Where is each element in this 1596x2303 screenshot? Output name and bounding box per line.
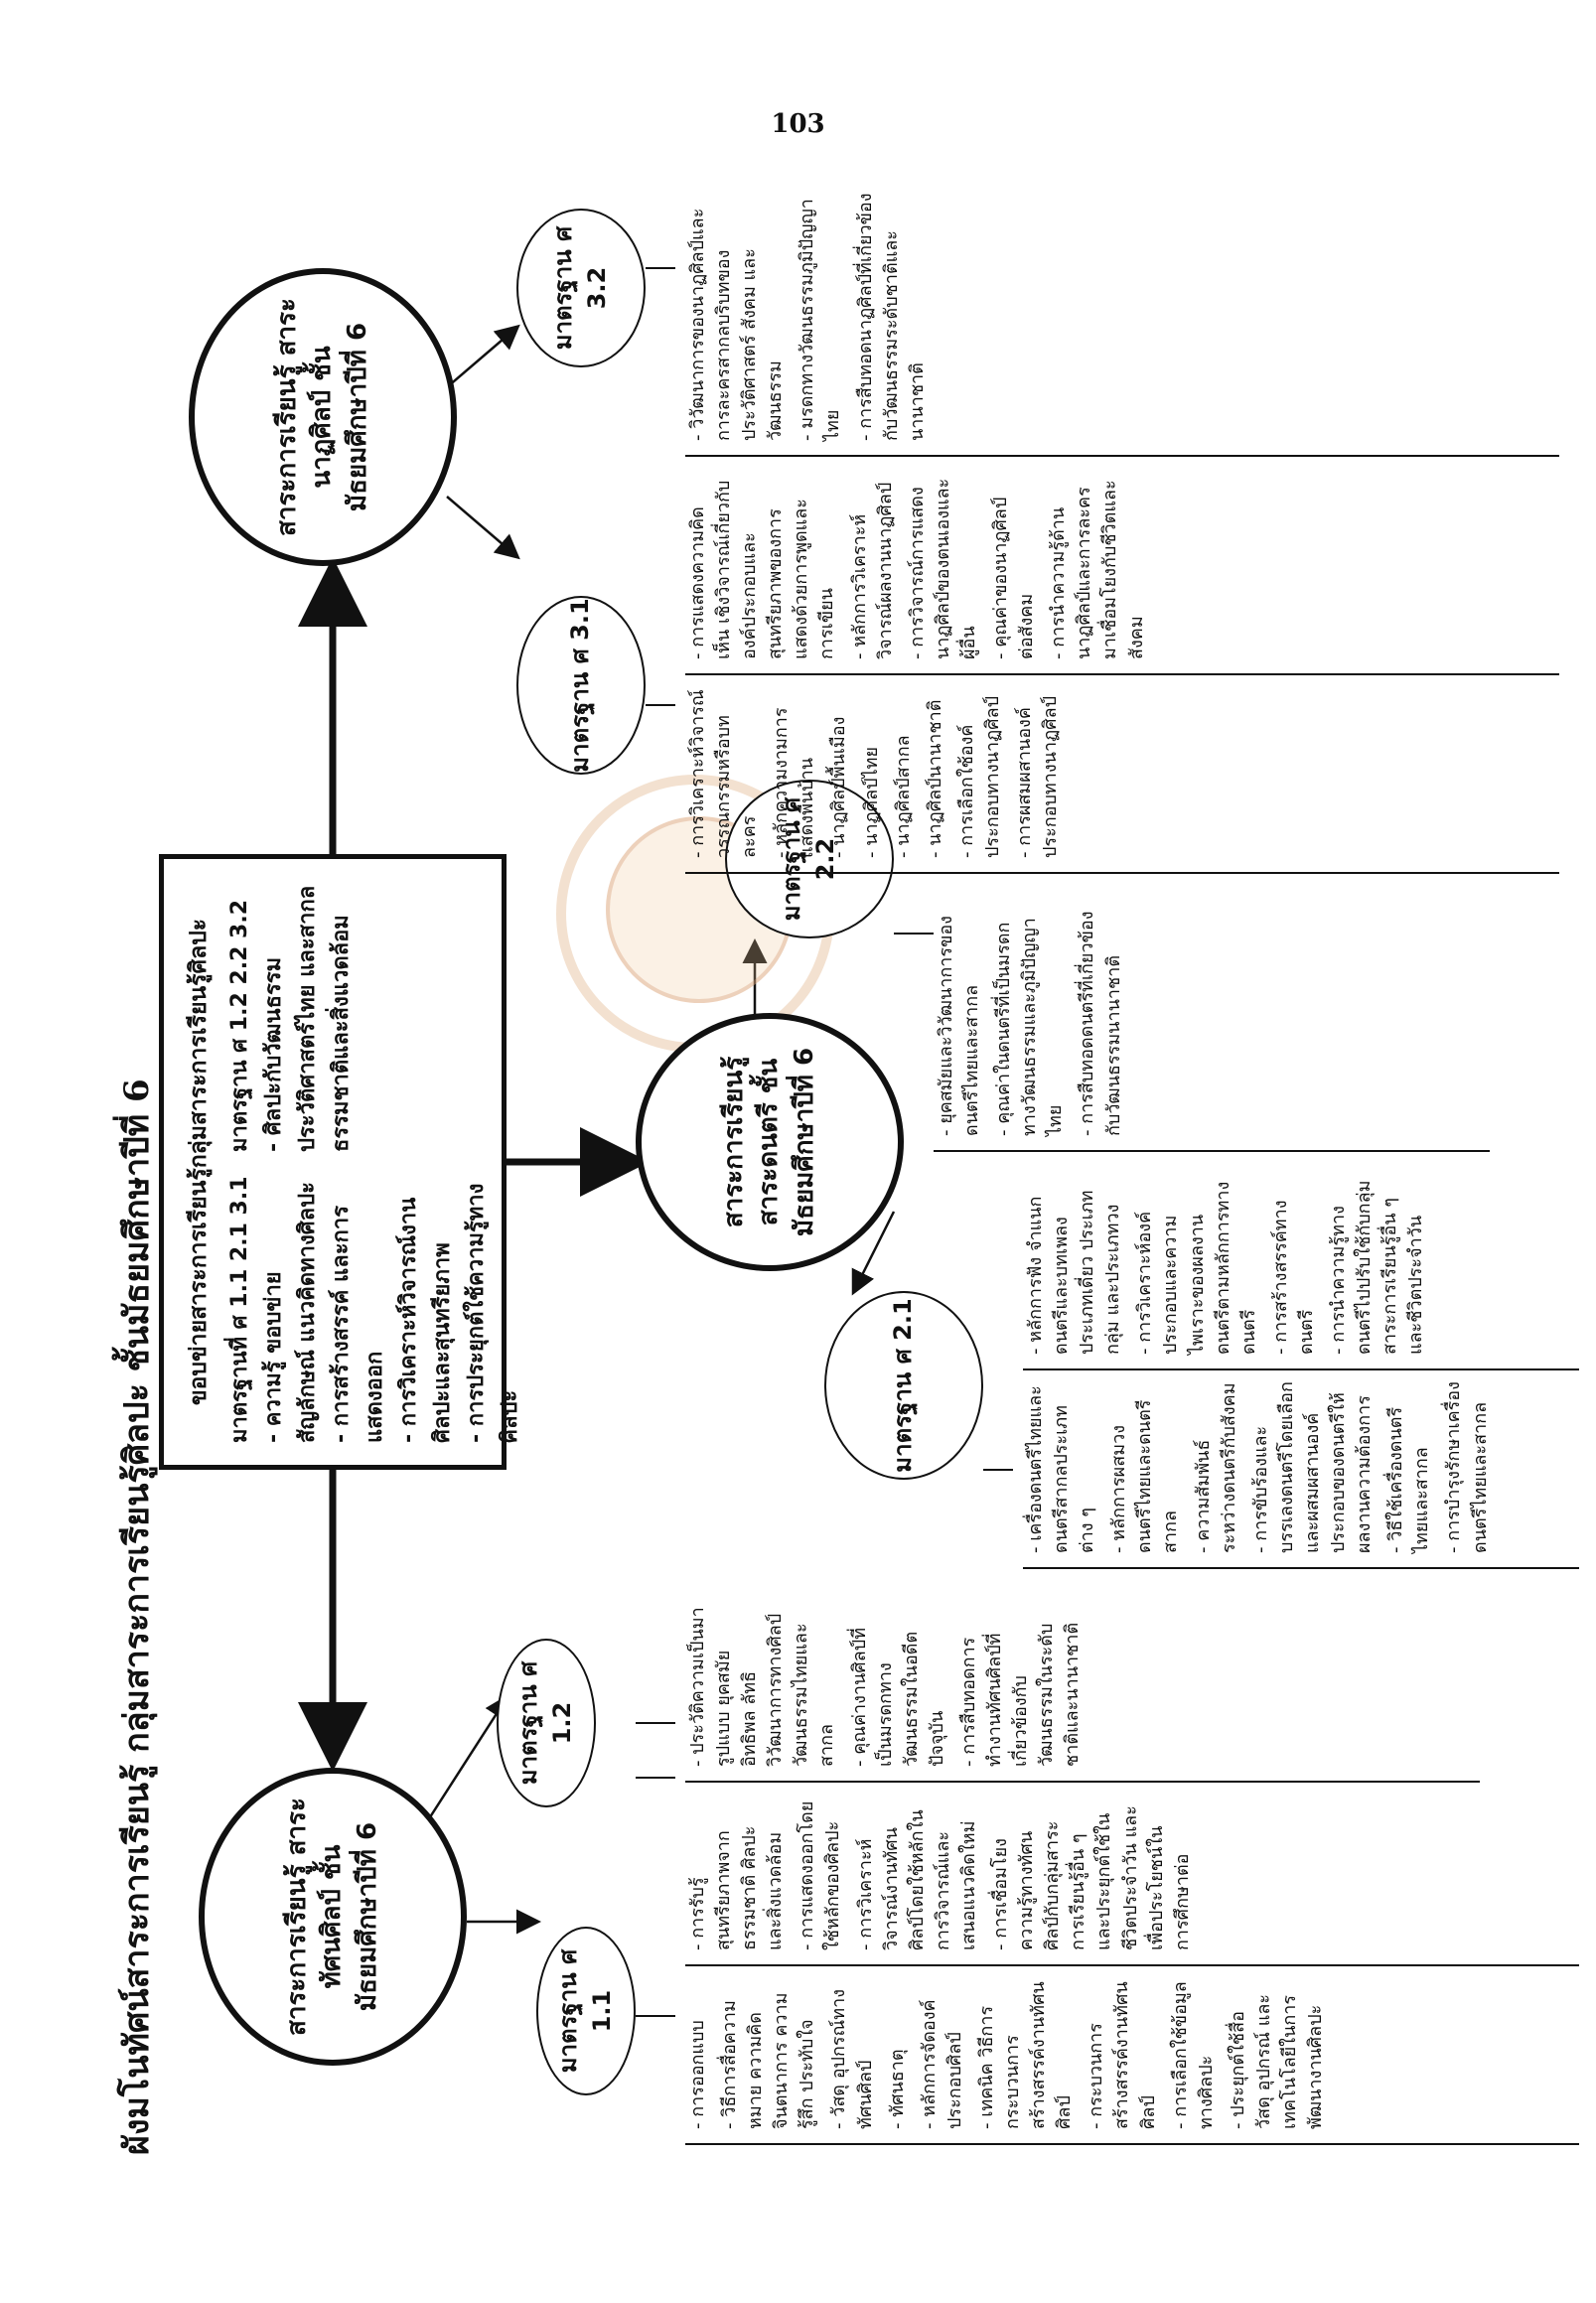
central-framework-box: ขอบข่ายสาระการเรียนรู้กลุ่มสาระการเรียนร… xyxy=(159,854,522,1470)
list-item: - นาฏศิลป์ไทย xyxy=(860,746,882,858)
standard-1-1: มาตรฐาน ศ 1.1 xyxy=(536,1927,636,2095)
list-item: - การสืบทอดดนตรีที่เกี่ยวข้องกับวัฒนธรรม… xyxy=(1077,911,1124,1137)
list-item: - นาฏศิลป์สากล xyxy=(892,735,914,858)
list-item: - การสืบทอดนาฏศิลป์ที่เกี่ยวข้องกับวัฒนธ… xyxy=(854,193,928,441)
list-item: - การผสมผสานองค์ประกอบทางนาฏศิลป์ xyxy=(1014,695,1062,858)
list-item: - ยุคสมัยและวิวัฒนาการของดนตรีไทยและสากล xyxy=(936,916,983,1136)
arrow-to-std-1-2 xyxy=(415,1693,509,1838)
list-item: - การเชื่อมโยงความรู้ทางทัศนศิลป์กับกลุ่… xyxy=(990,1805,1193,1950)
list-item: - การวิเคราะห์องค์ประกอบและความไพเราะของ… xyxy=(1134,1181,1259,1355)
list-item: - การเลือกใช้องค์ประกอบทางนาฏศิลป์ xyxy=(955,695,1003,858)
arrow-to-std-2-1 xyxy=(851,1211,896,1296)
list-item: - นาฏศิลป์นานาชาติ xyxy=(924,699,945,858)
list-item: - การนำความรู้ด้านนาฏศิลป์และการละครมาเช… xyxy=(1048,480,1147,659)
central-left-column: มาตรฐานที่ ศ 1.1 2.1 3.1 - ความรู้ ขอบข่… xyxy=(223,1172,528,1443)
central-left-item: มาตรฐานที่ ศ 1.1 2.1 3.1 xyxy=(226,1176,252,1443)
central-left-item: - ความรู้ ขอบข่าย สัญลักษณ์ แนวคิดทางศิล… xyxy=(260,1182,320,1443)
list-item: - หลักการจัดองค์ประกอบศิลป์ xyxy=(918,1999,965,2129)
concept-map-canvas: ผังมโนทัศน์สาระการเรียนรู้ กลุ่มสาระการเ… xyxy=(0,179,1596,2165)
strand-visual-arts: สาระการเรียนรู้ สาระทัศนศิลป์ ชั้นมัธยมศ… xyxy=(199,1768,467,2066)
standard-1-2: มาตรฐาน ศ 1.2 xyxy=(497,1639,596,1807)
central-left-item: - การวิเคราะห์วิจารณ์งานศิลปะและสุนทรียภ… xyxy=(396,1197,456,1443)
list-item: - การแสดงออกโดยใช้หลักของศิลปะ xyxy=(797,1800,844,1950)
list-item: - การแสดงความคิดเห็น เชิงวิจารณ์เกี่ยวกั… xyxy=(687,480,838,659)
central-left-item: - การประยุกต์ใช้ความรู้ทางศิลปะ xyxy=(464,1183,523,1443)
central-box-title: ขอบข่ายสาระการเรียนรู้กลุ่มสาระการเรียนร… xyxy=(186,918,212,1406)
topics-3-2-list: - วิวัฒนาการของนาฏศิลป์และการละครสากลบริ… xyxy=(685,189,1559,457)
page-number: 103 xyxy=(771,109,825,139)
list-item: - ความสัมพันธ์ระหว่างดนตรีกับสังคม xyxy=(1192,1382,1239,1553)
list-item: - ประยุกต์ใช้สื่อ วัสดุ อุปกรณ์ และเทคโน… xyxy=(1227,1993,1327,2129)
list-item: - หลักการฟัง จำแนกดนตรีและบทเพลงประเภทเด… xyxy=(1025,1190,1124,1355)
topics-2-1-list-a: - เครื่องดนตรีไทยและดนตรีสากลประเภทต่าง … xyxy=(1023,1380,1579,1569)
central-left-item: - การสร้างสรรค์ และการแสดงออก xyxy=(328,1205,388,1443)
list-item: - คุณค่างานศิลป์ที่เป็นมรดกทางวัฒนธรรมใน… xyxy=(848,1627,947,1767)
diagram-title: ผังมโนทัศน์สาระการเรียนรู้ กลุ่มสาระการเ… xyxy=(117,1079,157,2155)
list-item: - การขับร้องและบรรเลงดนตรีโดยเลือกและผสม… xyxy=(1249,1381,1376,1553)
list-item: - การสืบทอดการทำงานทัศนศิลป์ที่เกี่ยวข้อ… xyxy=(957,1622,1084,1767)
list-item: - ประวัติความเป็นมา รูปแบบ ยุคสมัย อิทธิ… xyxy=(687,1607,838,1767)
topics-2-2-list: - ยุคสมัยและวิวัฒนาการของดนตรีไทยและสากล… xyxy=(934,894,1490,1152)
list-item: - การนำความรู้ทางดนตรีไปปรับใช้กับกลุ่มส… xyxy=(1328,1180,1427,1355)
standard-3-1: มาตรฐาน ศ 3.1 xyxy=(516,596,646,775)
list-item: - วัสดุ อุปกรณ์ทางทัศนศิลป์ xyxy=(828,1989,876,2129)
standard-3-2: มาตรฐาน ศ 3.2 xyxy=(516,209,646,367)
list-item: - การเลือกใช้ข้อมูลทางศิลปะ xyxy=(1169,1981,1217,2129)
strand-drama: สาระการเรียนรู้ สาระนาฏศิลป์ ชั้นมัธยมศึ… xyxy=(189,268,457,566)
arrow-to-std-3-1 xyxy=(446,496,520,560)
list-item: - คุณค่าในดนตรีที่เป็นมรดกทางวัฒนธรรมและ… xyxy=(993,918,1067,1136)
list-item: - การวิเคราะห์วิจารณ์วรรณกรรมหรือบทละคร xyxy=(687,689,761,858)
list-item: - คุณค่าของนาฏศิลป์ต่อสังคม xyxy=(990,497,1038,659)
list-item: - ทัศนธาตุ xyxy=(886,2049,908,2129)
topics-1-1-list-a: - การออกแบบ - วิธีการสื่อความหมาย ความคิ… xyxy=(685,1976,1579,2145)
central-right-column: มาตรฐาน ศ 1.2 2.2 3.2 - ศิลปะกับวัฒนธรรม… xyxy=(223,881,528,1152)
strand-music: สาระการเรียนรู้ สาระดนตรี ชั้นมัธยมศึกษา… xyxy=(636,1013,904,1271)
list-item: - นาฏศิลป์พื้นเมือง xyxy=(828,716,850,858)
list-item: - การออกแบบ xyxy=(687,2020,708,2129)
list-item: - วิธีการสื่อความหมาย ความคิด จินตนาการ … xyxy=(719,1992,818,2129)
list-item: - เครื่องดนตรีไทยและดนตรีสากลประเภทต่าง … xyxy=(1025,1385,1098,1553)
list-item: - วิธีใช้เครื่องดนตรีไทยและสากล xyxy=(1385,1406,1433,1553)
list-item: - กระบวนการสร้างสรรค์งานทัศนศิลป์ xyxy=(1086,1981,1159,2129)
topics-3-1-list-b: - การแสดงความคิดเห็น เชิงวิจารณ์เกี่ยวกั… xyxy=(685,477,1559,675)
list-item: - การบำรุงรักษาเครื่องดนตรีไทยและสากล xyxy=(1443,1381,1491,1553)
arrow-to-std-3-2 xyxy=(446,324,520,388)
list-item: - เทคนิค วิธีการ กระบวนการสร้างสรรค์งานท… xyxy=(975,1981,1076,2129)
standard-2-1: มาตรฐาน ศ 2.1 xyxy=(824,1291,983,1480)
list-item: - มรดกทางวัฒนธรรมภูมิปัญญาไทย xyxy=(797,199,844,441)
list-item: - การรับรู้สุนทรียภาพจากธรรมชาติ ศิลปะ แ… xyxy=(687,1825,787,1950)
list-item: - การวิเคราะห์วิจารณ์งานทัศนศิลป์โดยใช้ห… xyxy=(854,1809,979,1950)
list-item: - หลักการผสมวงดนตรีไทยและดนตรีสากล xyxy=(1108,1399,1182,1553)
topics-2-1-list-b: - หลักการฟัง จำแนกดนตรีและบทเพลงประเภทเด… xyxy=(1023,1172,1579,1370)
list-item: - วิวัฒนาการของนาฏศิลป์และการละครสากลบริ… xyxy=(687,208,787,441)
topics-3-1-list-a: - การวิเคราะห์วิจารณ์วรรณกรรมหรือบทละคร … xyxy=(685,685,1559,874)
list-item: - หลักการวิเคราะห์วิจารณ์ผลงานนาฏศิลป์ xyxy=(848,482,896,659)
central-right-item: มาตรฐาน ศ 1.2 2.2 3.2 xyxy=(226,899,252,1152)
list-item: - การวิจารณ์การแสดงนาฏศิลป์ของตนเองและผู… xyxy=(906,478,979,659)
list-item: - การสร้างสรรค์ทางดนตรี xyxy=(1269,1200,1317,1355)
connector-lines xyxy=(298,267,1013,2017)
central-right-item: - ศิลปะกับวัฒนธรรมประวัติศาสตร์ไทย และสา… xyxy=(260,885,354,1152)
topics-1-2-list: - ประวัติความเป็นมา รูปแบบ ยุคสมัย อิทธิ… xyxy=(685,1604,1480,1783)
topics-1-1-list-b: - การรับรู้สุนทรียภาพจากธรรมชาติ ศิลปะ แ… xyxy=(685,1798,1579,1966)
list-item: - หลักความงามการแสดงพื้นบ้าน xyxy=(771,707,818,858)
